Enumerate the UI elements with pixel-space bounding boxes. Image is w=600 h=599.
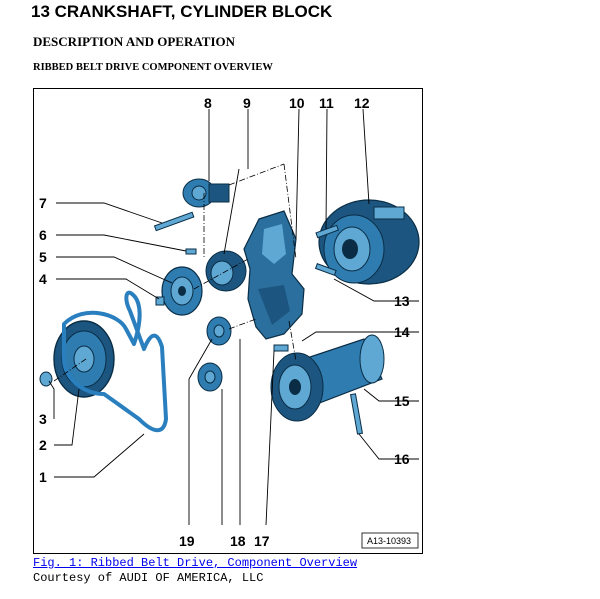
leader-lines: [48, 108, 419, 526]
alignment-lines: [53, 163, 297, 382]
callout-11: 11: [319, 95, 334, 111]
callout-16: 16: [394, 451, 410, 467]
callout-4: 4: [39, 271, 47, 287]
callout-13: 13: [394, 293, 410, 309]
callout-6: 6: [39, 227, 47, 243]
page-title: 13 CRANKSHAFT, CYLINDER BLOCK: [31, 2, 333, 21]
callout-19: 19: [179, 533, 195, 549]
idler-pulley-lower: [197, 362, 223, 392]
callout-7: 7: [39, 195, 47, 211]
callouts: 8 9 10 11 12 7 6 5 4 3 2 1 13 14 15 16 1…: [39, 95, 410, 549]
callout-12: 12: [354, 95, 370, 111]
upper-pulley: [182, 178, 230, 208]
section-heading: DESCRIPTION AND OPERATION: [33, 34, 236, 49]
subsection-heading: RIBBED BELT DRIVE COMPONENT OVERVIEW: [33, 62, 273, 73]
callout-17: 17: [254, 533, 270, 549]
callout-10: 10: [289, 95, 305, 111]
alternator: [318, 199, 420, 285]
figure-caption-link[interactable]: Fig. 1: Ribbed Belt Drive, Component Ove…: [33, 556, 358, 570]
callout-3: 3: [39, 411, 47, 427]
callout-2: 2: [39, 437, 47, 453]
callout-14: 14: [394, 324, 410, 340]
callout-1: 1: [39, 469, 47, 485]
courtesy-text: Courtesy of AUDI OF AMERICA, LLC: [33, 571, 264, 585]
tensioner-pulley: [161, 266, 203, 316]
idler-pulley-upper: [206, 316, 232, 346]
svg-text:A13-10393: A13-10393: [367, 536, 411, 546]
ribbed-belt: [62, 290, 168, 433]
callout-5: 5: [39, 249, 47, 265]
callout-18: 18: [230, 533, 246, 549]
figure-ref-code: A13-10393: [361, 532, 419, 549]
callout-9: 9: [243, 95, 251, 111]
bolts: [153, 211, 364, 435]
belt-drive-figure: 8 9 10 11 12 7 6 5 4 3 2 1 13 14 15 16 1…: [33, 88, 423, 554]
callout-15: 15: [394, 393, 410, 409]
callout-8: 8: [204, 95, 212, 111]
engine-bracket: [243, 210, 305, 340]
ac-compressor: [270, 334, 385, 422]
belt-drive-diagram: 8 9 10 11 12 7 6 5 4 3 2 1 13 14 15 16 1…: [39, 95, 420, 549]
